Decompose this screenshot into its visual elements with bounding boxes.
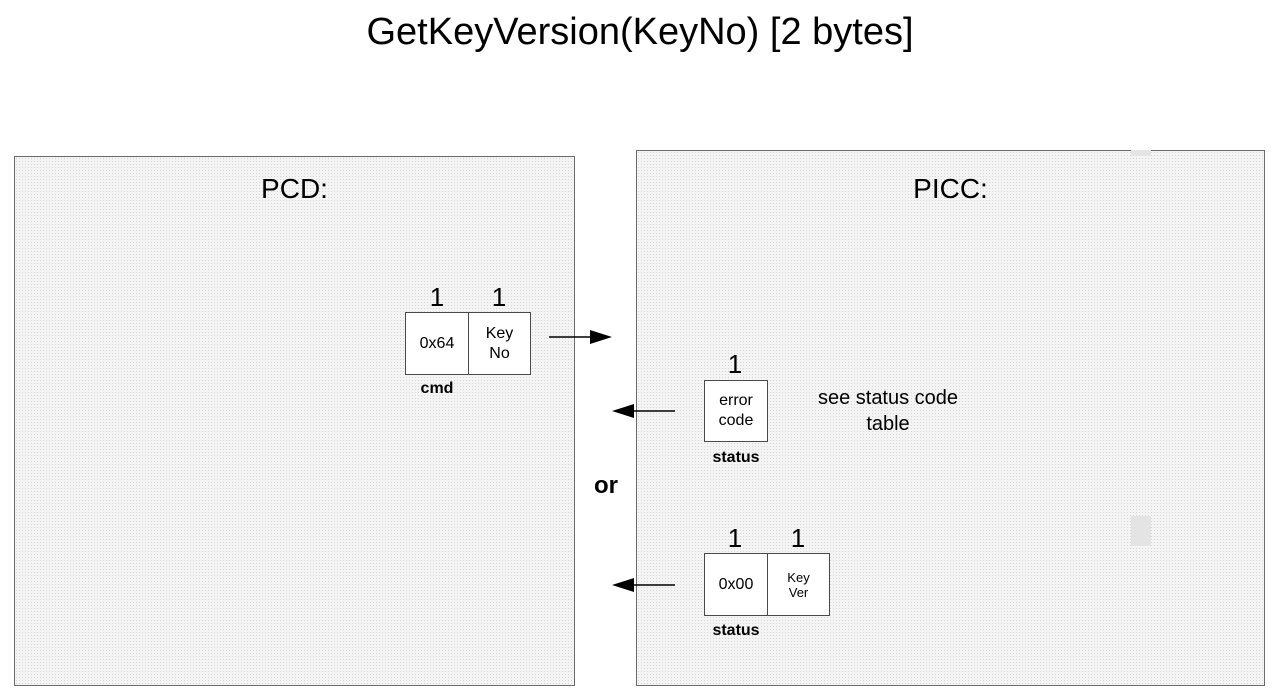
key-no-field: Key No <box>468 312 531 375</box>
ok-code-field: 0x00 <box>704 553 768 616</box>
pcd-label: PCD: <box>261 173 328 204</box>
cmd-caption: cmd <box>420 380 454 397</box>
error-code-text: error code <box>718 392 754 429</box>
cmd-size-2: 1 <box>491 282 507 312</box>
cmd-code-field: 0x64 <box>405 312 469 375</box>
ok-size-2: 1 <box>790 523 806 553</box>
status-note: see status code table <box>817 387 959 435</box>
error-size: 1 <box>727 349 743 379</box>
error-code-field: error code <box>704 380 768 442</box>
error-status-caption: status <box>712 449 760 466</box>
ok-size-1: 1 <box>727 523 743 553</box>
cmd-size-1: 1 <box>429 282 445 312</box>
or-label: or <box>594 472 618 499</box>
diagram-title: GetKeyVersion(KeyNo) [2 bytes] <box>366 11 914 53</box>
key-ver-text: Key Ver <box>787 569 810 600</box>
arrow-pcd-to-picc <box>549 330 612 344</box>
key-no-text: Key No <box>485 324 514 362</box>
ok-status-caption: status <box>712 622 760 639</box>
ok-code-text: 0x00 <box>718 575 754 593</box>
pcd-panel: PCD: <box>14 156 575 686</box>
key-ver-field: Key Ver <box>767 553 830 616</box>
panel-artifact <box>1131 150 1151 156</box>
cmd-code-text: 0x64 <box>419 334 455 352</box>
arrow-ok-to-pcd <box>612 578 675 592</box>
panel-artifact <box>1131 516 1151 546</box>
picc-label: PICC: <box>913 173 988 204</box>
arrow-error-to-pcd <box>612 404 675 418</box>
